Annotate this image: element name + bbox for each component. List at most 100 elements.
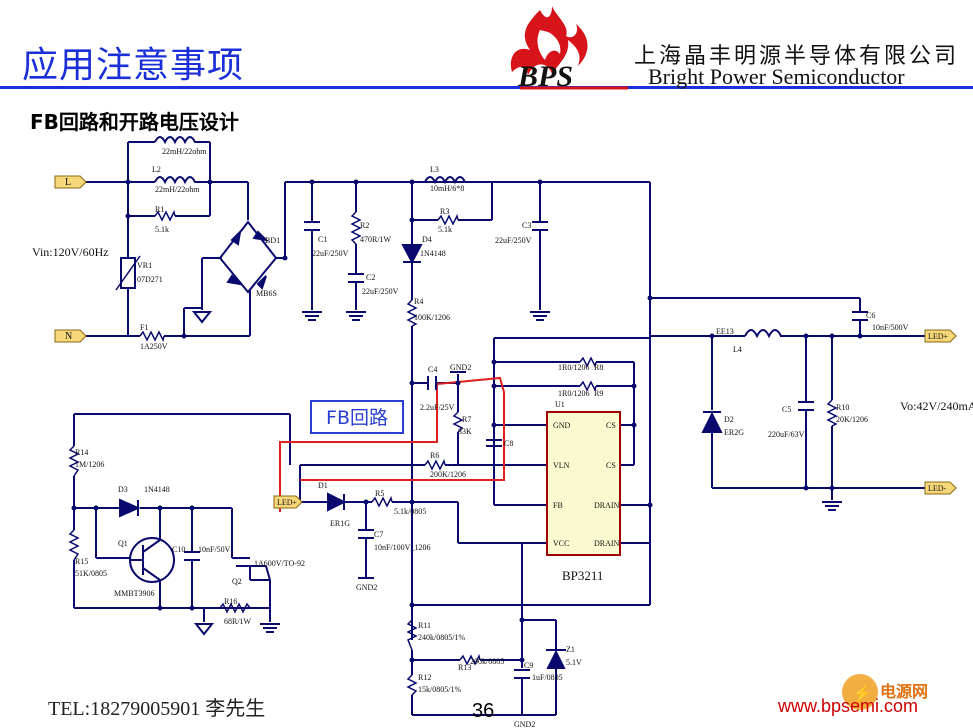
vo-label: Vo:42V/240mA (900, 399, 973, 413)
watermark: ⚡ 电源网 (842, 674, 928, 710)
r5-name: R5 (375, 489, 384, 498)
resistor-r9-symbol (579, 380, 597, 393)
page-number: 36 (472, 700, 495, 722)
c7-value: 10nF/100V_1206 (374, 543, 430, 552)
u1-pin-gnd: GND (553, 421, 571, 430)
l3-value: 10mH/6*8 (430, 184, 464, 193)
inductor-l2-symbol (154, 176, 200, 185)
r7-value: 33K (458, 427, 472, 436)
c6-name: C6 (866, 311, 875, 320)
inductor-l1-symbol (154, 136, 200, 145)
r12-name: R12 (418, 673, 431, 682)
zener-z1-symbol (546, 649, 566, 669)
resistor-r11-symbol (406, 619, 418, 651)
resistor-r4-symbol (406, 299, 418, 327)
company-name-cn: 上海晶丰明源半导体有限公司 (634, 44, 960, 69)
gnd2-bottom-label: GND2 (356, 583, 377, 592)
f1-value: 1A250V (140, 342, 168, 351)
f1-name: F1 (140, 323, 148, 332)
gnd2-z-label: GND2 (514, 720, 535, 728)
varistor-vr1-symbol (120, 257, 136, 289)
resistor-r10-symbol (826, 399, 838, 427)
d4-value: 1N4148 (420, 249, 446, 258)
watermark-text: 电源网 (880, 682, 928, 701)
ee13-label: EE13 (716, 327, 734, 336)
bridge-rectifier-symbol (218, 220, 278, 294)
r8-value: 1R0/1206 (558, 363, 590, 372)
r11-name: R11 (418, 621, 431, 630)
r8-name: R8 (594, 363, 603, 372)
r5-value: 5.1k/0805 (394, 507, 426, 516)
r9-value: 1R0/1206 (558, 389, 590, 398)
footer-url[interactable]: www.bpsemi.com (778, 696, 919, 716)
r2-value: 470R/1W (360, 235, 392, 244)
d2-value: ER2G (724, 428, 744, 437)
u1-pin-vln: VLN (553, 461, 570, 470)
d1-value: ER1G (330, 519, 350, 528)
terminal-led-plus-out (924, 329, 957, 343)
terminal-led-out-label: LED+ (928, 332, 949, 341)
c6-value: 10nF/500V (872, 323, 909, 332)
c9-name: C9 (524, 661, 533, 670)
title-underline (0, 86, 973, 89)
d3-name: D3 (118, 485, 128, 494)
c1-value: 22uF/250V (312, 249, 349, 258)
r13-value: 200k/0805 (470, 657, 504, 666)
resistor-r13-symbol (459, 653, 481, 666)
u1-pin-cs2: CS (606, 461, 616, 470)
r3-value: 5.1k (438, 225, 452, 234)
c5-value: 220uF/63V (768, 430, 805, 439)
fuse-f1-symbol (139, 330, 165, 343)
r3-name: R3 (440, 207, 449, 216)
u1-pin-drain2: DRAIN (594, 539, 620, 548)
u1-pin-vcc: VCC (553, 539, 569, 548)
terminal-led-minus (924, 481, 957, 495)
r11-value: 240k/0805/1% (418, 633, 465, 642)
r14-name: R14 (75, 448, 88, 457)
r7-name: R7 (462, 415, 471, 424)
resistor-r6-symbol (424, 458, 446, 471)
r10-name: R10 (836, 403, 849, 412)
diode-d3-symbol (119, 498, 141, 518)
r13-name: R13 (458, 663, 471, 672)
watermark-plug-icon: ⚡ (852, 684, 872, 703)
resistor-r14-symbol (68, 445, 80, 477)
c8-name: C8 (504, 439, 513, 448)
ground-symbols (191, 311, 842, 636)
fb-loop-label: FB回路 (310, 400, 404, 434)
bd1-name: BD1 (265, 236, 280, 245)
inductor-l4-symbol (744, 329, 782, 339)
l4-name: L4 (733, 345, 742, 354)
company-name-en: Bright Power Semiconductor (648, 64, 905, 89)
vr1-value: 07D271 (137, 275, 163, 284)
diode-d2-symbol (701, 411, 723, 433)
r2-name: R2 (360, 221, 369, 230)
q1-value: MMBT3906 (114, 589, 154, 598)
terminal-l-label: L (65, 177, 71, 188)
l2-value: 22mH/22ohm (155, 185, 200, 194)
d2-name: D2 (724, 415, 734, 424)
q2-value: 1A600V/TO-92 (254, 559, 305, 568)
resistor-r16-symbol (219, 602, 251, 614)
flame-icon (510, 6, 588, 75)
resistor-r7-symbol (452, 411, 464, 433)
r9-name: R9 (594, 389, 603, 398)
r15-value: 51K/0805 (75, 569, 107, 578)
r15-name: R15 (75, 557, 88, 566)
r1-name: R1 (155, 205, 164, 214)
resistor-r3-symbol (437, 213, 459, 226)
c2-name: C2 (366, 273, 375, 282)
l1-value: 22mH/22ohm (162, 147, 207, 156)
d1-name: D1 (318, 481, 328, 490)
terminal-led-in-label: LED+ (277, 498, 298, 507)
r4-value: 100K/1206 (414, 313, 450, 322)
resistor-r12-symbol (406, 674, 418, 696)
diode-d1-symbol (327, 492, 347, 512)
terminal-n (54, 329, 87, 343)
c9-value: 1uF/0805 (532, 673, 563, 682)
bd1-value: MB6S (256, 289, 277, 298)
c1-name: C1 (318, 235, 327, 244)
c4-name: C4 (428, 365, 437, 374)
footer-contact: TEL:18279005901 李先生 (48, 698, 266, 720)
